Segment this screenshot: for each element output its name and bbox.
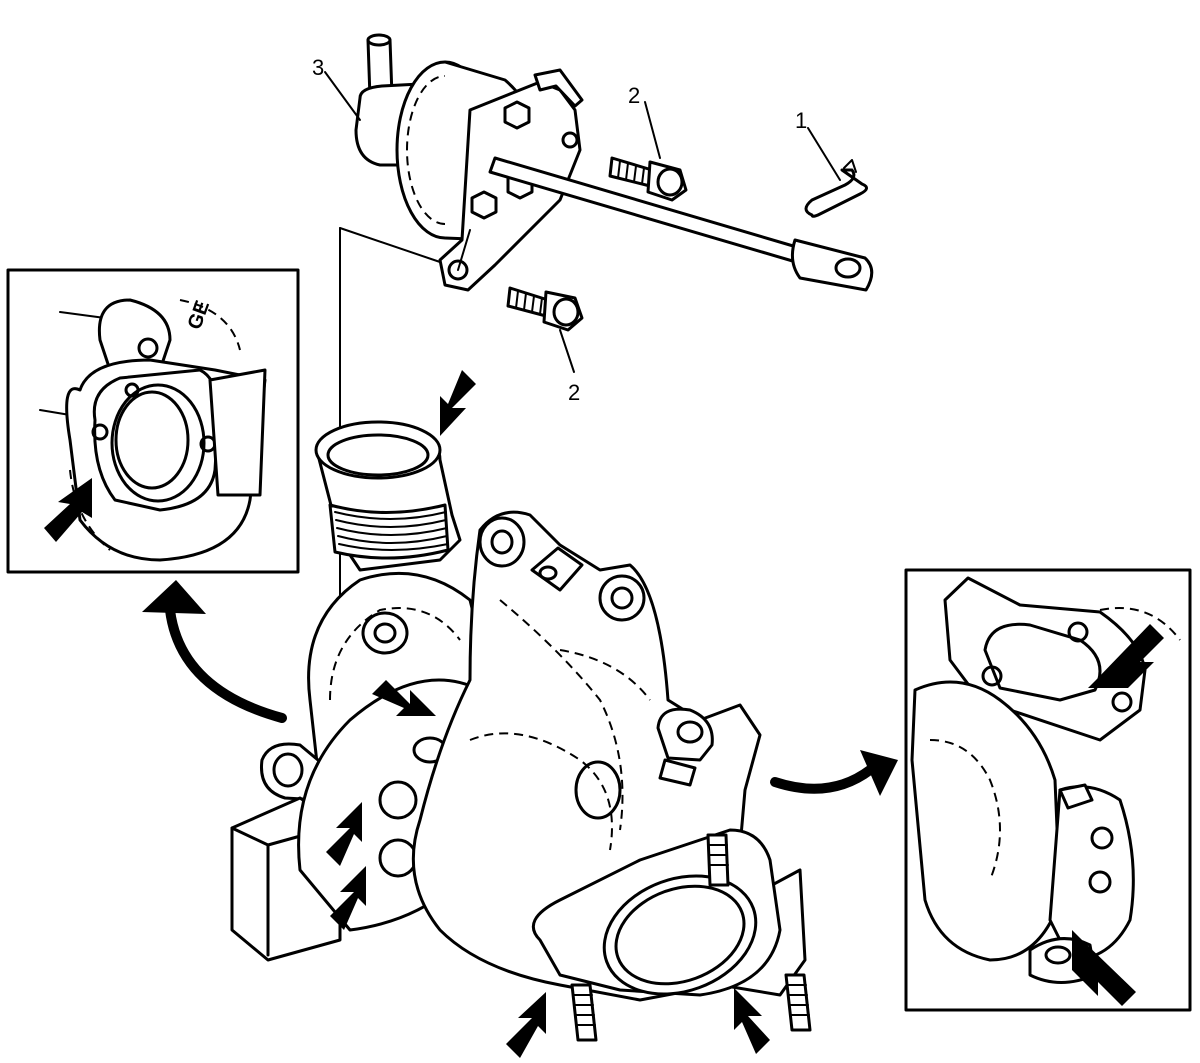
wastegate-actuator — [354, 33, 874, 292]
inset-right-detail — [904, 568, 1192, 1012]
callout-2-upper: 2 — [628, 83, 640, 108]
curved-arrow-left-head — [142, 580, 206, 614]
callout-3: 3 — [312, 55, 324, 80]
arrow-inset-right-upper — [1088, 624, 1164, 688]
inset-left-detail: GE — [6, 268, 300, 574]
arrow-center-middle — [326, 802, 362, 866]
curved-arrow-right-head — [860, 750, 898, 796]
arrow-center-upper — [372, 680, 436, 716]
curved-arrows — [142, 580, 898, 796]
arrow-compressor-inlet — [440, 370, 476, 436]
arrow-stud-left — [506, 992, 546, 1058]
actuator-bolt-upper — [608, 156, 688, 202]
actuator-bolt-lower — [506, 286, 584, 332]
callout-2-lower: 2 — [568, 380, 580, 405]
callout-1: 1 — [795, 108, 807, 133]
arrow-flange-gasket — [734, 988, 770, 1054]
arrow-inset-right-lower — [1072, 930, 1136, 1006]
indicator-arrows-main — [326, 370, 770, 1058]
retaining-clip — [804, 159, 868, 218]
arrow-inset-left-gasket — [44, 478, 92, 542]
arrow-center-lower — [330, 866, 366, 930]
turbocharger-assembly — [230, 420, 812, 1042]
